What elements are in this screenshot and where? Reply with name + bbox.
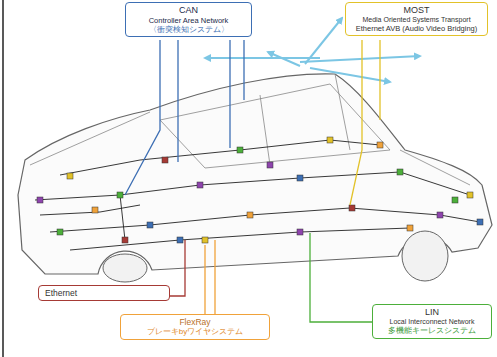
ecu-marker bbox=[437, 212, 443, 218]
ecu-marker bbox=[147, 222, 153, 228]
ecu-marker bbox=[407, 225, 413, 231]
ecu-marker bbox=[297, 175, 303, 181]
ecu-marker bbox=[397, 169, 403, 175]
ecu-marker bbox=[67, 173, 73, 179]
side-window bbox=[160, 84, 390, 168]
network-box: Ethernet bbox=[38, 285, 170, 301]
network-box: LINLocal Interconnect Network多機能キーレスシステム bbox=[372, 304, 492, 339]
ecu-marker bbox=[162, 157, 168, 163]
ecu-marker bbox=[477, 219, 483, 225]
ecu-marker bbox=[267, 162, 273, 168]
network-description: Media Oriented Systems Transport bbox=[352, 16, 481, 24]
ecu-marker bbox=[237, 147, 243, 153]
network-name: LIN bbox=[379, 307, 485, 318]
ecu-markers bbox=[37, 137, 483, 243]
ecu-marker bbox=[247, 212, 253, 218]
ecu-marker bbox=[202, 237, 208, 243]
network-description: 〈衝突検知システム〉 bbox=[132, 25, 245, 35]
ecu-marker bbox=[122, 237, 128, 243]
ecu-marker bbox=[349, 205, 355, 211]
ecu-marker bbox=[57, 229, 63, 235]
leader-lines bbox=[125, 40, 380, 322]
front-wheel bbox=[402, 231, 448, 281]
ecu-marker bbox=[197, 182, 203, 188]
network-description: 多機能キーレスシステム bbox=[379, 326, 485, 336]
ecu-marker bbox=[92, 207, 98, 213]
ecu-marker bbox=[117, 192, 123, 198]
network-name: Ethernet bbox=[45, 288, 163, 298]
rear-wheel bbox=[103, 254, 147, 282]
network-description: ブレーキbyワイヤシステム bbox=[127, 327, 263, 337]
ecu-marker bbox=[467, 192, 473, 198]
ecu-marker bbox=[297, 229, 303, 235]
network-description: Ethernet AVB (Audio Video Bridging) bbox=[352, 24, 481, 33]
network-box: MOSTMedia Oriented Systems TransportEthe… bbox=[345, 2, 488, 36]
network-box: CANController Area Network〈衝突検知システム〉 bbox=[125, 2, 252, 37]
network-description: Controller Area Network bbox=[132, 16, 245, 25]
network-box: FlexRayブレーキbyワイヤシステム bbox=[120, 314, 270, 340]
network-name: CAN bbox=[132, 5, 245, 16]
ecu-marker bbox=[37, 197, 43, 203]
wire-harness bbox=[35, 140, 480, 250]
ecu-marker bbox=[177, 237, 183, 243]
body-line bbox=[30, 74, 470, 185]
network-name: FlexRay bbox=[127, 317, 263, 327]
ecu-marker bbox=[377, 142, 383, 148]
network-name: MOST bbox=[352, 5, 481, 16]
network-description: Local Interconnect Network bbox=[379, 318, 485, 326]
ecu-marker bbox=[452, 197, 458, 203]
frame-line bbox=[2, 0, 4, 357]
ecu-marker bbox=[327, 137, 333, 143]
